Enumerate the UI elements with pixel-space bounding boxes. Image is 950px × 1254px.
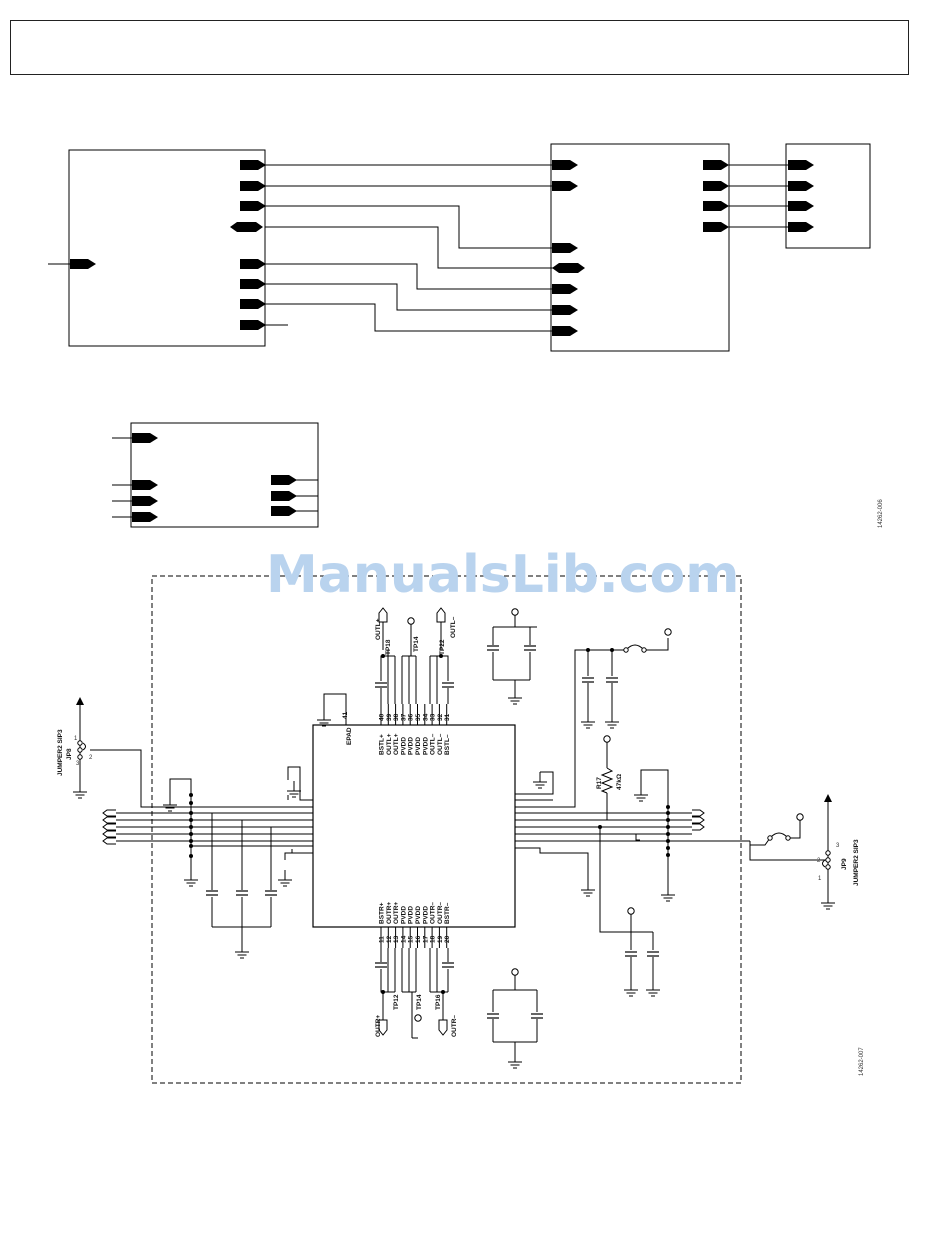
r17-value: 47kΩ — [616, 774, 623, 790]
figure-id-upper: 14262-006 — [878, 499, 884, 528]
label-outl-minus: OUTL– — [450, 616, 457, 638]
ic-top-pin-label: PVDD — [422, 737, 429, 755]
ic-bottom-pin-label: PVDD — [408, 906, 415, 924]
ic-bottom-pin-label: BSTR– — [444, 902, 451, 924]
ic-bottom-pins: 11 BSTR+ 12 OUTR+ 13 OUTR+ 14 PVDD 15 PVDD 16 PVDD 1… — [379, 902, 451, 948]
figure-id-lower: 14262-007 — [859, 1047, 865, 1076]
port-flags-small — [132, 433, 297, 522]
ic-top-pin-label: OUTL+ — [393, 733, 400, 755]
ic-bottom-pin-number: 13 — [393, 935, 400, 943]
ic-top-pin-number: 38 — [393, 713, 400, 721]
watermark: ManualsLib.com — [266, 545, 739, 605]
jp9-name: JUMPER2 SIP3 — [853, 839, 860, 886]
bottom-wiring — [380, 948, 449, 1039]
ic-top-pin-number: 32 — [437, 713, 444, 721]
label-outr-plus: OUTR+ — [375, 1015, 382, 1037]
board-outline — [151, 575, 742, 1084]
ic-top-pin-number: 34 — [422, 713, 429, 721]
top-wiring — [380, 622, 449, 704]
jumper-jp8 — [77, 705, 86, 790]
epad-label: EPAD — [346, 727, 353, 745]
epad-pin — [323, 693, 347, 725]
ic-top-pin-label: PVDD — [408, 737, 415, 755]
ic-bottom-pin-number: 17 — [422, 935, 429, 943]
block-diagram-small — [112, 422, 319, 528]
jp8-pin1: 1 — [74, 736, 78, 742]
ic-bottom-pin-number: 20 — [444, 935, 451, 943]
right-connector — [692, 809, 705, 831]
ic-bottom-pin-label: PVDD — [400, 906, 407, 924]
ic-bottom-pin-label: PVDD — [422, 906, 429, 924]
left-connector — [102, 809, 116, 845]
block-right — [785, 143, 871, 249]
ic-bottom-pin-number: 18 — [430, 935, 437, 943]
jp8-name: JUMPER2 SIP3 — [57, 729, 64, 776]
label-tp18: TP18 — [385, 639, 392, 655]
ic-bottom-pin-label: OUTR– — [437, 902, 444, 924]
label-tp14-top: TP14 — [413, 636, 420, 652]
jp9-pin1: 1 — [818, 876, 822, 882]
ic-bottom-pin-label: OUTR+ — [393, 902, 400, 924]
ic-top-pin-label: PVDD — [415, 737, 422, 755]
ic-bottom-pin-number: 11 — [379, 936, 386, 943]
ic-top-pin-number: 40 — [379, 713, 386, 721]
block-left — [68, 149, 266, 347]
ic-top-pin-number: 31 — [444, 713, 451, 721]
ic-bottom-pin-label: OUTR– — [430, 902, 437, 924]
ic-bottom-pin-number: 12 — [386, 935, 393, 943]
ic-bottom-pin-number: 14 — [400, 935, 407, 943]
label-outr-minus: OUTR– — [451, 1015, 458, 1037]
ic-top-pin-label: BSTL– — [444, 734, 451, 755]
ic-bottom-pin-number: 19 — [437, 935, 444, 943]
ic-bottom-pin-label: PVDD — [415, 906, 422, 924]
jp9-ref: JP9 — [841, 858, 848, 870]
label-tp16: TP16 — [435, 994, 442, 1010]
r17-resistor — [600, 767, 614, 794]
jumper-jp9 — [822, 802, 831, 900]
block-small — [130, 422, 319, 528]
ic-bottom-pin-label: BSTR+ — [379, 902, 386, 924]
jp8-supply-arrow — [76, 697, 84, 705]
block-middle — [550, 143, 730, 352]
epad-number: 41 — [342, 711, 349, 719]
ic-top-pin-label: OUTL+ — [386, 733, 393, 755]
label-tp22: TP22 — [439, 639, 446, 655]
decoupling-bottom — [492, 975, 538, 1052]
ic-top-pin-number: 39 — [386, 713, 393, 721]
block-diagram-upper — [48, 143, 871, 352]
jp9-pin3: 3 — [836, 843, 840, 849]
ic-top-pin-number: 36 — [408, 713, 415, 721]
fuse-right — [769, 832, 789, 839]
label-tp14-bottom: TP14 — [416, 994, 423, 1010]
right-wiring — [515, 638, 828, 980]
fuse-top — [625, 644, 645, 651]
jp9-pin2: 2 — [817, 858, 821, 864]
ic-top-pin-label: BSTL+ — [379, 734, 386, 755]
r17-name: R17 — [596, 777, 603, 789]
ic-top-pin-label: OUTL– — [430, 733, 437, 755]
jp8-pin2: 2 — [89, 755, 93, 761]
label-tp12: TP12 — [393, 994, 400, 1010]
ic-bottom-pin-label: OUTR+ — [386, 902, 393, 924]
left-wiring — [90, 749, 313, 942]
jp8-pin3: 3 — [76, 761, 80, 767]
ic-top-pin-number: 33 — [430, 713, 437, 721]
decoupling-top — [492, 615, 537, 688]
jp8-ref: JP8 — [66, 748, 73, 760]
ic-top-pin-label: PVDD — [400, 737, 407, 755]
ic-bottom-pin-number: 15 — [408, 935, 415, 943]
jp9-supply-arrow — [824, 794, 832, 802]
ic-top-pin-number: 37 — [400, 713, 407, 721]
ic-body — [312, 724, 516, 928]
ic-top-pin-label: OUTL– — [437, 733, 444, 755]
ic-bottom-pin-number: 16 — [415, 935, 422, 943]
ic-top-pin-number: 35 — [415, 713, 422, 721]
header-box — [10, 20, 909, 75]
label-outl-plus: OUTL+ — [375, 618, 382, 640]
